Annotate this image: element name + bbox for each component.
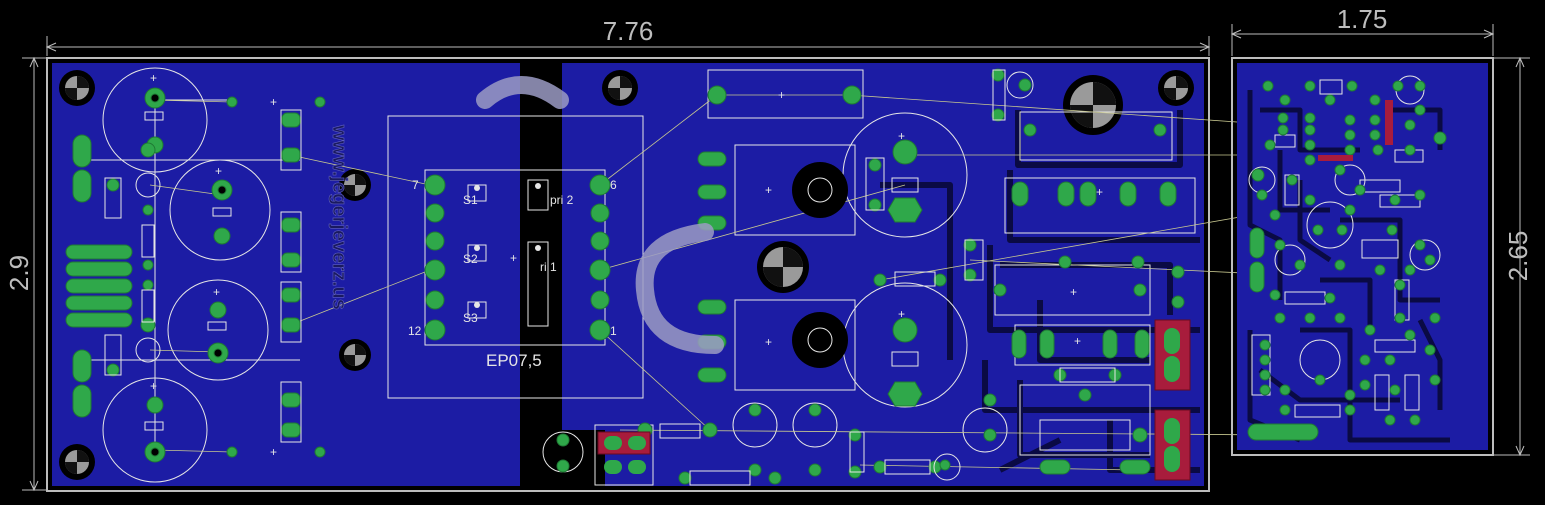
svg-text:+: + <box>1074 334 1081 348</box>
label-s2: S2 <box>463 252 478 266</box>
mounting-hole <box>59 70 95 106</box>
aux-board <box>1231 57 1494 456</box>
main-board-outline <box>46 57 1210 492</box>
milling-slots <box>476 76 724 354</box>
svg-text:+: + <box>898 129 905 143</box>
mounting-hole <box>1063 75 1123 135</box>
top-copper-pads <box>604 328 1180 474</box>
polarity-marks: + + + + + + + + + + + + + + + <box>150 71 1103 459</box>
svg-text:+: + <box>270 445 277 459</box>
mounting-hole <box>1158 70 1194 106</box>
svg-text:+: + <box>1096 185 1103 199</box>
dim-aux-height: 2.65 <box>1503 231 1533 282</box>
aux-board-outline <box>1231 57 1494 456</box>
pin-label-7: 7 <box>412 178 419 192</box>
svg-text:+: + <box>1070 285 1077 299</box>
mounting-hole <box>59 444 95 480</box>
pads <box>65 68 1185 485</box>
svg-text:+: + <box>510 251 517 265</box>
aux-top-copper <box>1318 100 1393 161</box>
pin-label-12: 12 <box>408 324 422 338</box>
svg-text:+: + <box>778 88 785 102</box>
dimension-lines <box>22 24 1530 492</box>
main-board: + + + + + + + + + + + + + + + <box>46 57 1286 492</box>
dim-aux-width: 1.75 <box>1337 4 1388 34</box>
svg-text:+: + <box>765 183 772 197</box>
mounting-hole <box>602 70 638 106</box>
board-url-text: www.jegerjeverz.us <box>328 124 350 310</box>
transformer-ep07: 7 6 12 1 S1 S2 S3 pri 2 ri 1 EP07,5 <box>408 178 617 370</box>
aux-pads <box>1247 80 1447 441</box>
svg-text:+: + <box>270 95 277 109</box>
mounting-hole <box>339 339 371 371</box>
pin-label-6: 6 <box>610 178 617 192</box>
isolation-gap <box>520 63 562 486</box>
label-pri2: pri 2 <box>550 193 574 207</box>
aux-silk <box>1248 75 1441 418</box>
mounting-hole <box>757 241 809 293</box>
svg-text:+: + <box>150 379 157 393</box>
mounting-hole <box>339 169 371 201</box>
label-s3: S3 <box>463 311 478 325</box>
airwires <box>149 94 1286 471</box>
svg-text:+: + <box>215 164 222 178</box>
dim-main-height: 2.9 <box>4 255 34 291</box>
label-pri1: ri 1 <box>540 260 557 274</box>
pin-label-1: 1 <box>610 324 617 338</box>
mounting-holes <box>59 70 1194 480</box>
main-copper-pour <box>52 63 1204 486</box>
label-s1: S1 <box>463 193 478 207</box>
svg-text:+: + <box>150 71 157 85</box>
svg-text:+: + <box>765 335 772 349</box>
heatsink-tabs <box>792 162 848 368</box>
silk-marks <box>104 69 1131 486</box>
transformer-name: EP07,5 <box>486 351 542 370</box>
dim-main-width: 7.76 <box>603 16 654 46</box>
svg-text:+: + <box>898 307 905 321</box>
svg-text:+: + <box>213 285 220 299</box>
